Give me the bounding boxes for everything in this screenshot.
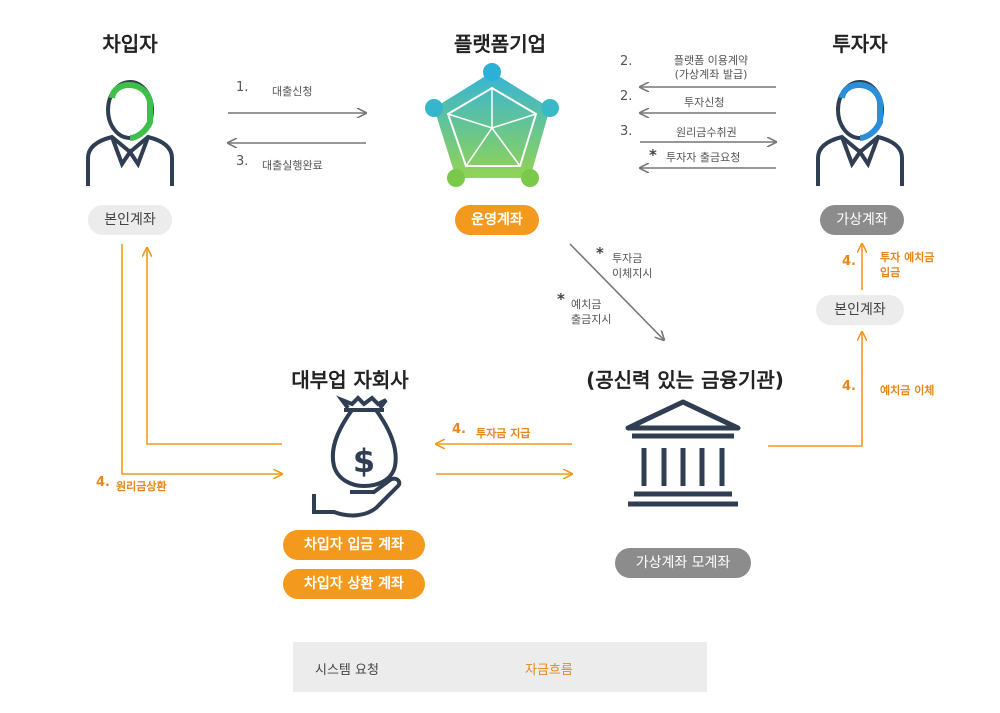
flow-pstar: *: [649, 146, 657, 164]
arrow-principal-repayment: [121, 244, 282, 474]
borrower-person-icon: [86, 80, 174, 186]
borrower-own-account: 본인계좌: [88, 205, 172, 235]
diag-star-1: *: [596, 244, 604, 262]
legend-fund-flow: 자금흐름: [525, 663, 573, 678]
flow-1-label: 대출신청: [272, 85, 313, 98]
investor-title: 투자자: [832, 32, 888, 56]
flow-pstar-label: 투자자 출금요청: [666, 151, 741, 164]
lender-affiliate-title: 대부업 자회사: [291, 368, 409, 392]
repay-label: 원리금상환: [116, 480, 167, 493]
flow-p2b-number: 2.: [620, 89, 633, 104]
legend: 시스템 요청 자금흐름: [293, 642, 707, 692]
diag-label-2-line1: 예치금: [571, 298, 602, 311]
flow-p3-number: 3.: [620, 124, 633, 139]
flow-p2b-label: 투자신청: [684, 96, 725, 109]
deposit-label-1: 투자 예치금: [880, 251, 935, 264]
legend-system-request: 시스템 요청: [315, 663, 379, 678]
borrower-repay-account: 차입자 상환 계좌: [283, 569, 425, 599]
arrow-transfer-instruction: [569, 243, 664, 340]
bank-building-icon: [625, 399, 741, 507]
arrow-deposit-transfer: [768, 332, 862, 447]
transfer-label: 예치금 이체: [880, 384, 935, 397]
investor-person-icon: [816, 80, 904, 186]
flow-p2a-label-1: 플랫폼 이용계약: [673, 54, 749, 67]
flow-p3-label: 원리금수취권: [676, 126, 737, 139]
invest-pay-label: 투자금 지급: [476, 427, 531, 440]
flow-p2a-label-2: (가상계좌 발급): [674, 68, 748, 81]
platform-network-icon: [425, 63, 559, 187]
diag-label-1-line2: 이체지시: [612, 267, 653, 280]
virtual-master-account: 가상계좌 모계좌: [615, 548, 751, 578]
flow-p2a-number: 2.: [620, 54, 633, 69]
repay-number: 4.: [96, 475, 110, 490]
diag-label-2-line2: 출금지시: [571, 313, 612, 326]
financial-institution-title: (공신력 있는 금융기관): [586, 368, 784, 392]
borrower-deposit-account: 차입자 입금 계좌: [283, 530, 425, 560]
flow-3-number: 3.: [236, 154, 249, 169]
transfer-number: 4.: [842, 379, 856, 394]
deposit-label-2: 입금: [880, 266, 901, 279]
flow-3-label: 대출실행완료: [262, 159, 323, 172]
diag-label-1-line1: 투자금: [612, 252, 643, 265]
svg-text:$: $: [353, 442, 375, 480]
operating-account: 운영계좌: [455, 205, 539, 235]
borrower-title: 차입자: [102, 32, 158, 56]
arrow-loan-disbursement: [147, 248, 282, 445]
platform-title: 플랫폼기업: [454, 32, 546, 56]
deposit-number: 4.: [842, 254, 856, 269]
flow-1-number: 1.: [236, 80, 249, 95]
diag-star-2: *: [557, 290, 565, 308]
invest-pay-number: 4.: [452, 422, 466, 437]
money-bag-hand-icon: $: [312, 395, 402, 518]
investor-own-account: 본인계좌: [816, 295, 904, 325]
investor-virtual-account: 가상계좌: [820, 205, 904, 235]
